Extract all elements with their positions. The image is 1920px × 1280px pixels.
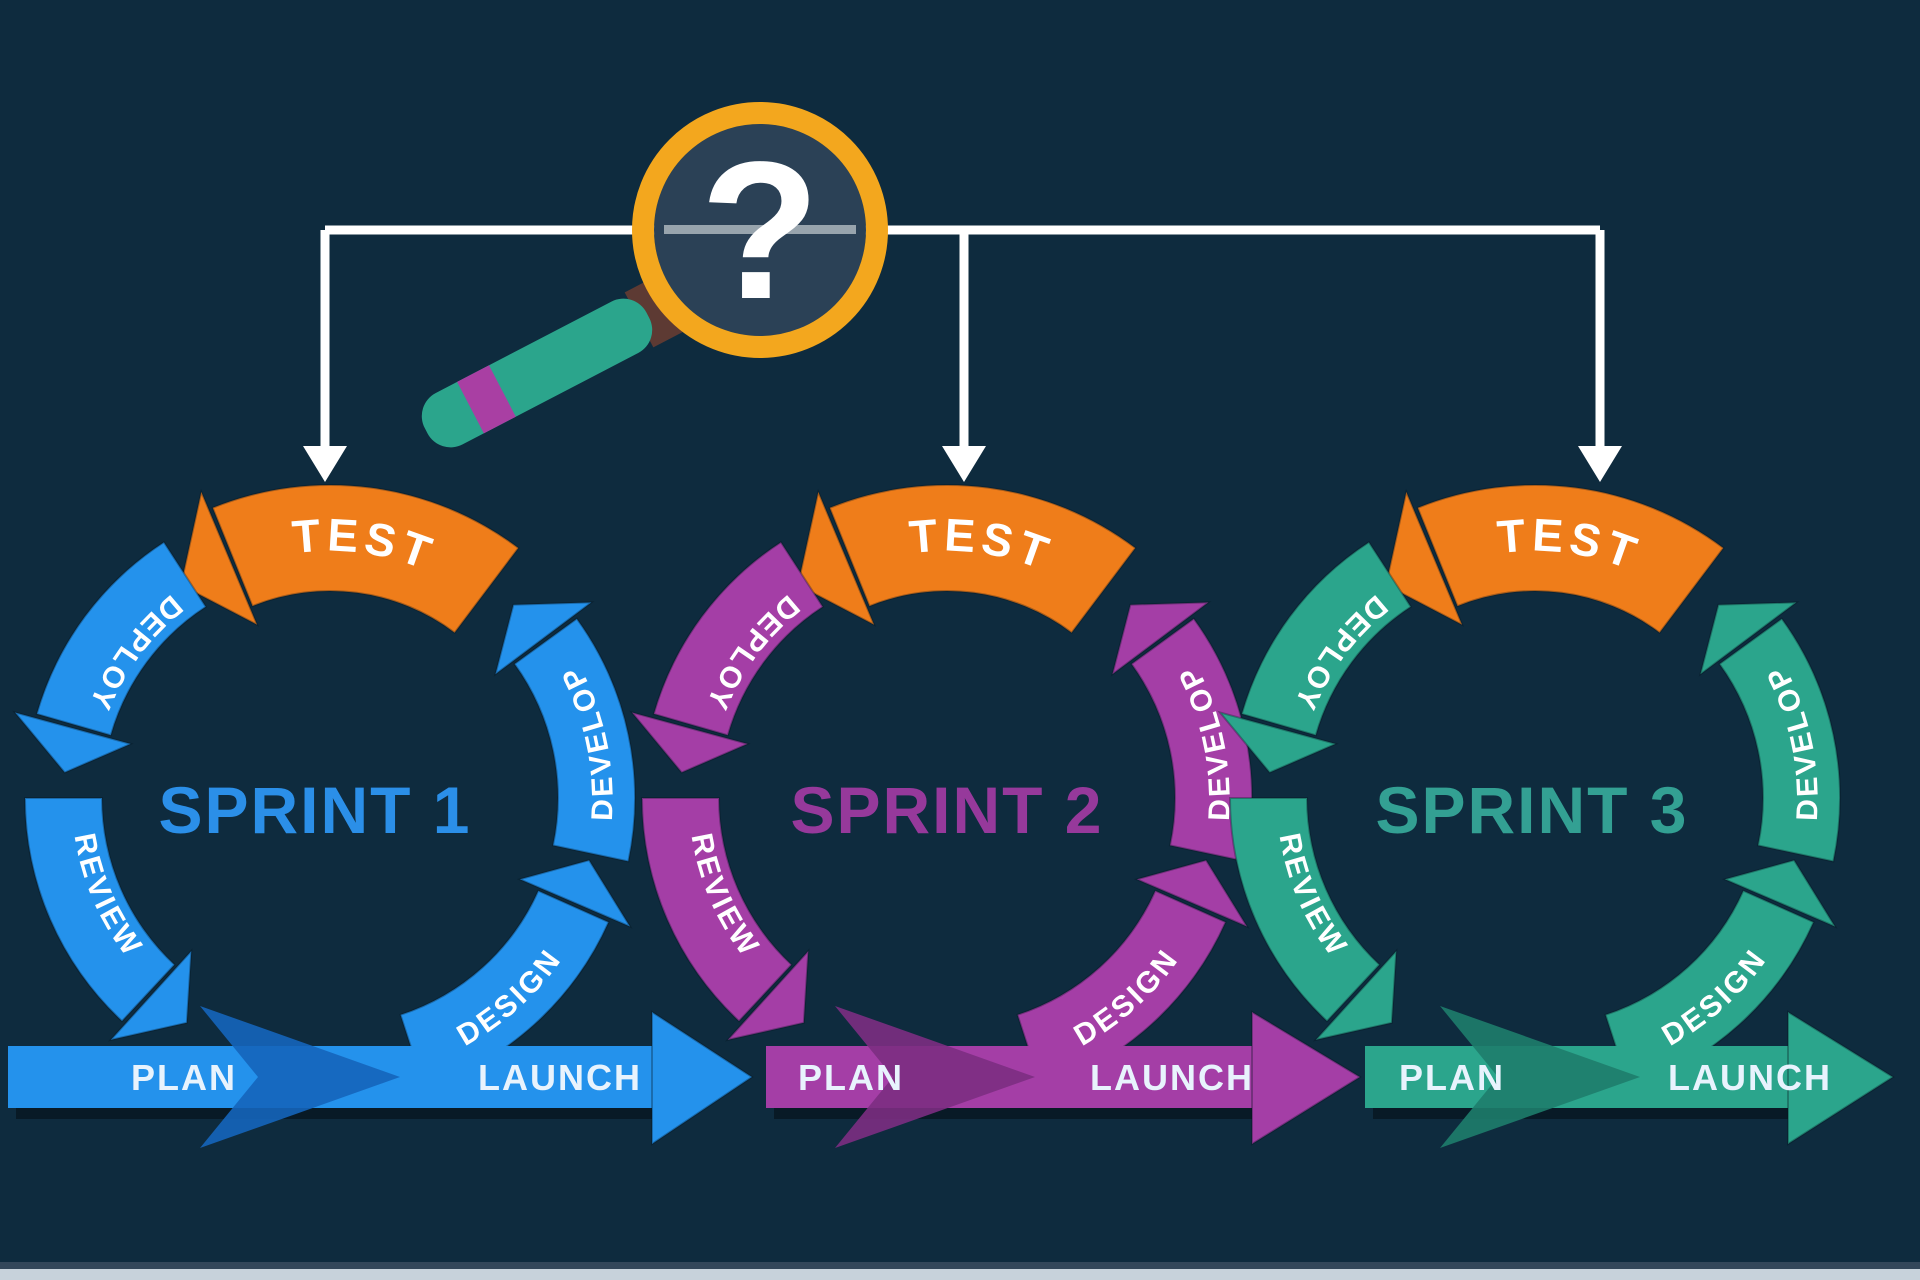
sprint3-title: SPRINT 3	[1375, 773, 1688, 847]
sprint1-develop-arrowhead	[493, 601, 595, 677]
lens-line-segment	[664, 225, 856, 234]
sprint2-launch-label: LAUNCH	[1090, 1057, 1254, 1098]
sprint1-test-arc	[211, 483, 520, 635]
sprint2-launch-arrowhead	[1251, 1010, 1362, 1146]
sprint2-plan-label: PLAN	[798, 1057, 904, 1098]
sprint3-deploy-arrowhead	[1217, 710, 1339, 774]
sprint2-test-arrowhead	[796, 488, 877, 627]
question-mark-glyph: ?	[700, 121, 820, 340]
sprint1-title: SPRINT 1	[158, 773, 471, 847]
magnifier-icon: ?	[421, 102, 888, 448]
sprint1-launch-label: LAUNCH	[478, 1057, 642, 1098]
sprint1-launch-arrowhead	[651, 1010, 754, 1146]
connector-lines	[320, 225, 1605, 450]
sprint1-deploy-arc	[35, 540, 208, 737]
sprint1-deploy-arrowhead	[12, 710, 134, 774]
sprint2-test-arc	[828, 483, 1137, 635]
sprint1-band-shadow	[16, 1108, 652, 1119]
sprint3-launch-arrowhead	[1787, 1010, 1895, 1146]
sprint3-test-arrowhead	[1384, 488, 1465, 627]
sprint3-review-arrowhead	[1312, 948, 1398, 1042]
sprint1-design-arrowhead	[516, 859, 633, 929]
sprint3-band-fold-arrow	[1440, 1006, 1640, 1148]
sprint3-deploy-arc	[1240, 540, 1413, 737]
sprint1-test-arrowhead	[179, 488, 260, 627]
magnifier-handle-group	[421, 273, 689, 448]
magnifier-handle-band	[457, 365, 516, 434]
sprint3-launch-label: LAUNCH	[1668, 1057, 1832, 1098]
sprint3-review-arc	[1228, 797, 1381, 1023]
sprint2-deploy-arrowhead	[629, 710, 751, 774]
sprint2-band-fold-arrow	[835, 1006, 1035, 1148]
sprint1-review-arrowhead	[107, 948, 193, 1042]
sprint2-review-arc	[640, 797, 793, 1023]
sprint2-band-shadow	[774, 1108, 1252, 1119]
connector-arrowhead-2	[942, 446, 986, 482]
sprint3-test-arc	[1416, 483, 1725, 635]
sprint2-deploy-arc	[652, 540, 825, 737]
magnifier-ferrule	[624, 273, 689, 348]
sprint1-develop-arc	[513, 617, 636, 863]
sprint3-design-arrowhead	[1721, 859, 1838, 929]
sprint2-review-arrowhead	[724, 948, 810, 1042]
bottom-edge-line	[0, 1262, 1920, 1269]
sprint3-band-shadow	[1373, 1108, 1788, 1119]
sprint2-title: SPRINT 2	[790, 773, 1103, 847]
sprint1-review-arc	[23, 797, 176, 1023]
sprint2-develop-arc	[1130, 617, 1253, 863]
sprint2-design-arrowhead	[1133, 859, 1250, 929]
sprint3-develop-arc	[1718, 617, 1841, 863]
sprint1-band-fold-arrow	[200, 1006, 400, 1148]
connector-arrowhead-1	[303, 446, 347, 482]
connector-arrowhead-3	[1578, 446, 1622, 482]
bottom-edge-strip	[0, 1269, 1920, 1280]
sprint3-plan-label: PLAN	[1399, 1057, 1505, 1098]
sprint2-develop-arrowhead	[1110, 601, 1212, 677]
magnifier-ring	[632, 102, 888, 358]
sprint3-develop-arrowhead	[1698, 601, 1800, 677]
sprint1-plan-label: PLAN	[131, 1057, 237, 1098]
